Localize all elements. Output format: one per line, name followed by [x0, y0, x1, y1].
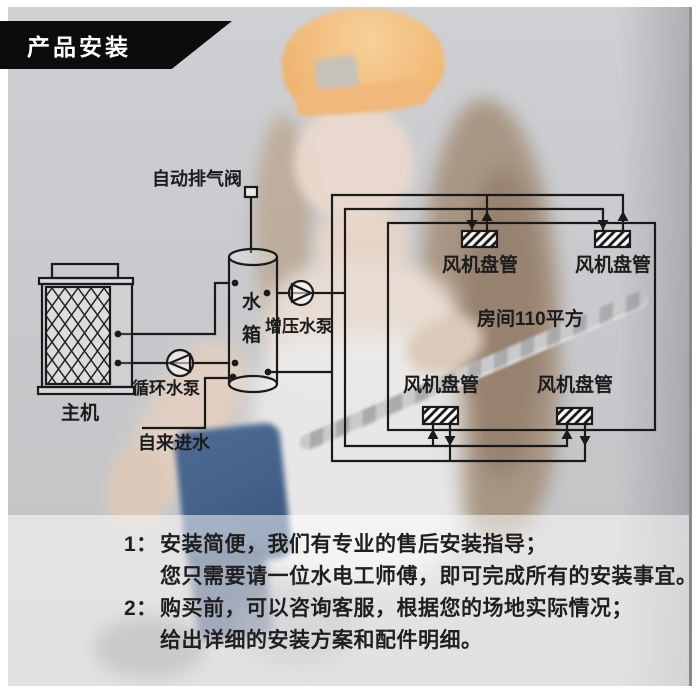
fan-coil-box-1 — [460, 229, 499, 249]
tap-water-label: 自来进水 — [138, 433, 210, 453]
note-1-text-2: 您只需要请一位水电工师傅，即可完成所有的安装事宜。 — [160, 565, 698, 588]
room-area-label: 房间110平方 — [477, 309, 584, 330]
note-2-continued: 给出详细的安装方案和配件明细。 — [160, 626, 483, 656]
section-title-banner: 产品安装 — [0, 21, 232, 69]
section-title: 产品安装 — [27, 34, 131, 60]
fan-coil-label-1: 风机盘管 — [441, 255, 518, 276]
note-1-number: 1： — [124, 533, 158, 556]
auto-vent-valve — [243, 185, 259, 199]
note-2-text-2: 给出详细的安装方案和配件明细。 — [160, 629, 483, 652]
note-2-number: 2： — [124, 597, 158, 620]
notes-overlay-panel — [8, 515, 689, 686]
circulation-pump-symbol — [165, 348, 195, 378]
booster-pump-symbol — [287, 279, 315, 307]
booster-pump-label: 增压水泵 — [265, 317, 333, 336]
auto-vent-valve-label: 自动排气阀 — [152, 169, 242, 189]
fan-coil-label-4: 风机盘管 — [536, 375, 613, 396]
main-unit — [36, 262, 136, 396]
fan-coil-box-4 — [555, 406, 594, 426]
main-unit-label: 主机 — [61, 403, 100, 424]
tank-char-1: 水 — [242, 292, 262, 313]
fan-coil-box-2 — [593, 229, 632, 249]
water-tank-label: 水 箱 — [242, 293, 261, 346]
fan-coil-label-3: 风机盘管 — [402, 375, 479, 396]
note-1-continued: 您只需要请一位水电工师傅，即可完成所有的安装事宜。 — [160, 562, 698, 592]
note-2: 2： 购买前，可以咨询客服，根据您的场地实际情况； — [124, 594, 633, 624]
fan-coil-label-2: 风机盘管 — [574, 255, 651, 276]
circulation-pump-label: 循环水泵 — [132, 379, 200, 398]
note-1-text: 安装简便，我们有专业的售后安装指导； — [160, 533, 547, 556]
tank-char-2: 箱 — [242, 324, 262, 346]
note-2-text: 购买前，可以咨询客服，根据您的场地实际情况； — [160, 597, 633, 620]
note-1: 1： 安装简便，我们有专业的售后安装指导； — [124, 530, 547, 560]
fan-coil-box-3 — [421, 405, 460, 426]
